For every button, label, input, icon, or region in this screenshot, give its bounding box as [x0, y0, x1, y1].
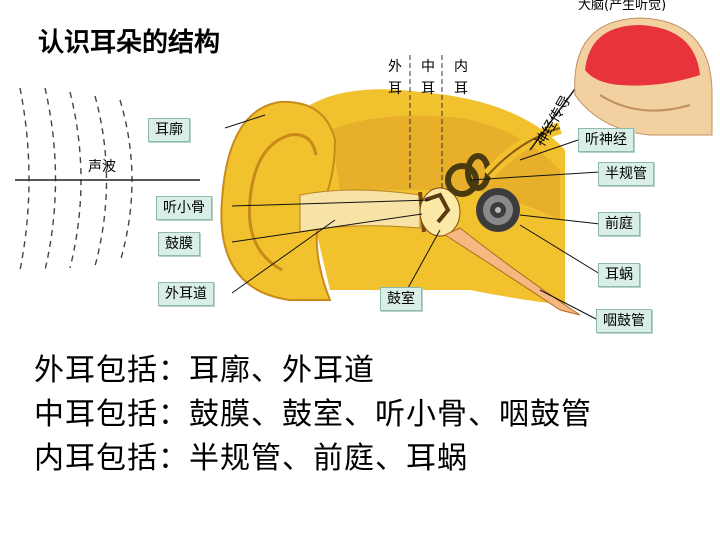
label-ossicles: 听小骨 — [156, 196, 212, 220]
cochlea-shape — [476, 188, 520, 232]
label-auricle: 耳廓 — [148, 118, 190, 142]
summary-middle-ear: 中耳包括：鼓膜、鼓室、听小骨、咽鼓管 — [34, 397, 592, 432]
label-ear-canal: 外耳道 — [158, 282, 214, 306]
outer-ear-header-char2: 耳 — [388, 81, 402, 97]
ear-diagram — [15, 17, 713, 321]
outer-ear-header-char1: 外 — [388, 59, 402, 75]
label-auditory-nerve: 听神经 — [578, 128, 634, 152]
middle-ear-header-char2: 耳 — [421, 81, 435, 97]
inner-ear-header-char1: 内 — [454, 59, 468, 75]
middle-ear-header: 中 耳 — [419, 56, 437, 100]
label-eardrum: 鼓膜 — [158, 232, 200, 256]
label-cochlea: 耳蜗 — [598, 263, 640, 287]
brain-label: 大脑(产生听觉) — [578, 0, 667, 13]
sound-waves — [19, 87, 133, 271]
label-semicircular-canals: 半规管 — [598, 162, 654, 186]
summary-inner-ear: 内耳包括：半规管、前庭、耳蜗 — [34, 441, 468, 476]
page-title: 认识耳朵的结构 — [38, 28, 221, 58]
sound-wave-label: 声波 — [88, 159, 116, 175]
label-tympanic-cavity: 鼓室 — [380, 287, 422, 311]
outer-ear-header: 外 耳 — [386, 56, 404, 100]
summary-outer-ear: 外耳包括：耳廓、外耳道 — [34, 353, 375, 388]
ear-canal-shape — [299, 189, 421, 233]
label-vestibule: 前庭 — [598, 212, 640, 236]
label-eustachian-tube: 咽鼓管 — [596, 309, 652, 333]
inner-ear-header: 内 耳 — [452, 56, 470, 100]
brain-figure — [574, 17, 713, 136]
inner-ear-header-char2: 耳 — [454, 81, 468, 97]
middle-ear-header-char1: 中 — [421, 59, 435, 75]
